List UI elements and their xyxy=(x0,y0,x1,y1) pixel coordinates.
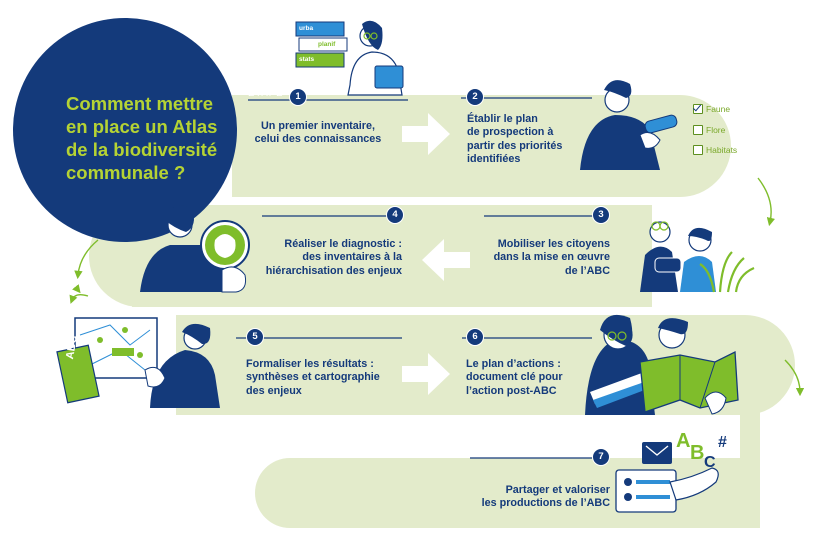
step-line: Réaliser le diagnostic : xyxy=(284,238,402,250)
step-line: de l’ABC xyxy=(565,264,610,277)
step-line: Formaliser les résultats : xyxy=(246,358,374,370)
step-2-text: Établir le plan de prospection à partir … xyxy=(467,113,587,167)
title-line: de la biodiversité xyxy=(66,139,218,160)
abc-sign-a: A xyxy=(676,430,691,452)
page-title: Comment mettre en place un Atlas de la b… xyxy=(66,92,276,184)
step-5-text: Formaliser les résultats : synthèses et … xyxy=(246,358,406,398)
step-number-5: 5 xyxy=(246,328,264,346)
abc-sign-hash: # xyxy=(718,434,727,451)
step-line: Mobiliser les citoyens xyxy=(497,238,610,250)
title-line: communale ? xyxy=(66,162,186,183)
step-4-text: Réaliser le diagnostic : des inventaires… xyxy=(252,238,402,278)
step-line: synthèses et cartographie xyxy=(246,371,380,384)
step-1-text: Un premier inventaire, celui des connais… xyxy=(248,120,388,147)
checklist-item-faune[interactable]: Faune xyxy=(693,104,730,114)
person-with-books-illustration xyxy=(295,20,404,96)
step-line: des inventaires à la xyxy=(302,251,402,264)
citizens-illustration xyxy=(640,221,755,293)
checklist-label: Flore xyxy=(706,125,726,135)
checklist-item-habitats[interactable]: Habitats xyxy=(693,145,737,155)
step-line: l’action post-ABC xyxy=(466,384,557,397)
flow-arrows xyxy=(69,177,805,397)
step-line: des enjeux xyxy=(246,384,302,397)
title-line: en place un Atlas xyxy=(66,116,218,137)
book-label: planif xyxy=(318,41,336,48)
step-line: Partager et valoriser xyxy=(505,484,610,496)
abc-sign-c: C xyxy=(704,454,716,471)
checkbox-checked[interactable] xyxy=(693,104,703,114)
title-line: Comment mettre xyxy=(66,93,213,114)
step-number-6: 6 xyxy=(466,328,484,346)
step-line: partir des priorités xyxy=(467,139,563,152)
step-line: Le plan d’actions : xyxy=(466,358,561,370)
step-number-7: 7 xyxy=(592,448,610,466)
step-6-text: Le plan d’actions : document clé pour l’… xyxy=(466,358,596,398)
step-line: hiérarchisation des enjeux xyxy=(265,264,402,277)
step-7-text: Partager et valoriser les productions de… xyxy=(450,484,610,511)
step-number-2: 2 xyxy=(466,88,484,106)
step-line: Établir le plan xyxy=(467,113,538,125)
step-line: identifiées xyxy=(467,153,521,166)
title-circle xyxy=(13,18,237,242)
checklist-label: Habitats xyxy=(706,145,738,155)
step-line: document clé pour xyxy=(466,371,563,384)
book-label: stats xyxy=(299,56,315,63)
step-line: celui des connaissances xyxy=(254,133,382,146)
checkbox[interactable] xyxy=(693,125,703,135)
book-label: urba xyxy=(299,25,314,32)
person-with-binoculars-illustration xyxy=(580,80,678,170)
step-number-1: 1 xyxy=(289,88,307,106)
share-illustration xyxy=(615,442,719,513)
etape-label: ÉTAPE xyxy=(248,88,284,99)
map-results-illustration xyxy=(56,317,220,408)
step-3-text: Mobiliser les citoyens dans la mise en œ… xyxy=(470,238,610,278)
checklist-label: Faune xyxy=(706,104,731,114)
direction-arrows xyxy=(402,113,470,395)
abc-sign-b: B xyxy=(690,442,705,464)
action-plan-illustration xyxy=(585,314,739,415)
step-number-3: 3 xyxy=(592,206,610,224)
checklist-item-flore[interactable]: Flore xyxy=(693,125,725,135)
step-divider-lines xyxy=(236,97,594,459)
step-line: dans la mise en œuvre xyxy=(493,251,610,264)
step-number-4: 4 xyxy=(386,206,404,224)
diagnostic-illustration xyxy=(140,205,250,293)
checkbox[interactable] xyxy=(693,145,703,155)
step-line: de prospection à xyxy=(467,126,554,139)
step-line: les productions de l’ABC xyxy=(481,497,610,510)
step-line: Un premier inventaire, xyxy=(260,120,375,132)
